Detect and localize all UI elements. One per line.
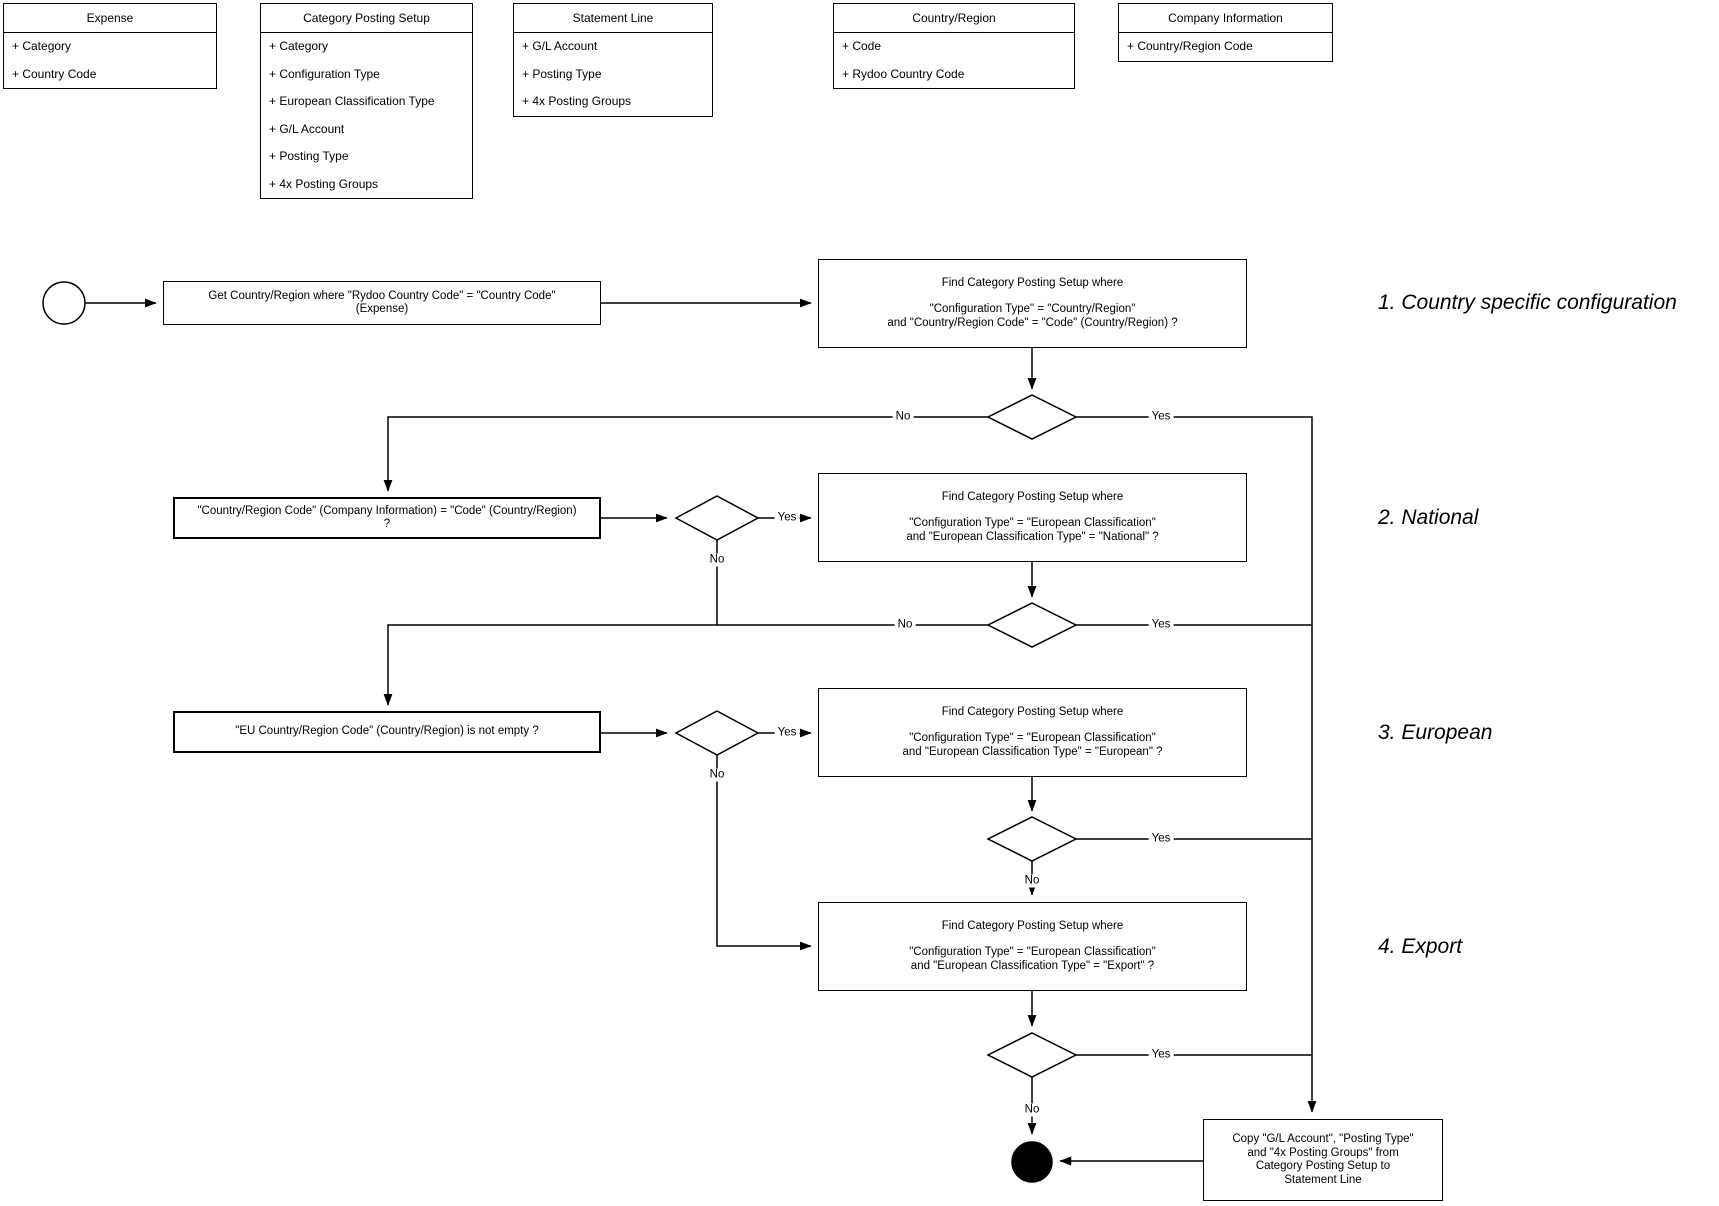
decision-national-found	[986, 602, 1078, 648]
process-text-line: "EU Country/Region Code" (Country/Region…	[235, 725, 539, 738]
process-text-line: "Configuration Type" = "European Classif…	[909, 732, 1156, 745]
entity-attribute: + Posting Type	[522, 66, 602, 81]
entity-title: Expense	[4, 4, 216, 33]
decision-eu-code-not-empty	[674, 710, 760, 756]
entity-title: Statement Line	[514, 4, 712, 33]
entity-statement-line: Statement Line + G/L Account + Posting T…	[513, 3, 713, 117]
process-text-line: (Expense)	[355, 303, 409, 315]
edge-label-yes: Yes	[1148, 410, 1174, 424]
process-find-cps-country-region: Find Category Posting Setup where "Confi…	[818, 259, 1247, 348]
entity-title: Country/Region	[834, 4, 1074, 33]
entity-attribute: + Posting Type	[269, 149, 349, 163]
entity-attribute: + European Classification Type	[269, 94, 435, 108]
start-node	[42, 281, 86, 325]
condition-eu-country-code-not-empty: "EU Country/Region Code" (Country/Region…	[173, 711, 601, 753]
process-text-line: Find Category Posting Setup where	[941, 919, 1124, 932]
process-text-line: and "Country/Region Code" = "Code" (Coun…	[887, 316, 1178, 329]
edge-label-yes: Yes	[774, 726, 800, 740]
end-node	[1011, 1141, 1053, 1183]
process-text-line: Category Posting Setup to	[1255, 1160, 1391, 1172]
section-label-european: 3. European	[1378, 721, 1493, 744]
entity-title: Company Information	[1119, 4, 1332, 33]
edge-label-no: No	[894, 618, 916, 632]
entity-country-region: Country/Region + Code + Rydoo Country Co…	[833, 3, 1075, 89]
edge-label-no: No	[892, 410, 914, 424]
process-text-line: and "4x Posting Groups" from	[1247, 1146, 1399, 1159]
entity-attribute: + Category	[269, 39, 329, 53]
decision-european-found	[986, 816, 1078, 862]
entity-attribute: + Configuration Type	[269, 66, 380, 81]
entity-attribute: + G/L Account	[269, 121, 345, 136]
process-text-line: Find Category Posting Setup where	[941, 276, 1124, 289]
process-text-line: "Country/Region Code" (Company Informati…	[197, 504, 577, 517]
entity-title: Category Posting Setup	[261, 4, 472, 33]
entity-company-information: Company Information + Country/Region Cod…	[1118, 3, 1333, 62]
section-label-national: 2. National	[1378, 506, 1479, 529]
process-text-line: and "European Classification Type" = "Eu…	[902, 745, 1163, 758]
process-text-line: and "European Classification Type" = "Na…	[906, 530, 1159, 543]
edge-label-no: No	[1021, 1103, 1043, 1117]
process-get-country-region: Get Country/Region where "Rydoo Country …	[163, 281, 601, 325]
process-text-line: and "European Classification Type" = "Ex…	[910, 959, 1155, 972]
entity-attribute: + G/L Account	[522, 39, 598, 53]
process-text-line: Copy "G/L Account", "Posting Type"	[1232, 1133, 1414, 1145]
decision-export-found	[986, 1032, 1078, 1078]
process-text-line: "Configuration Type" = "European Classif…	[909, 517, 1156, 530]
process-copy-to-statement-line: Copy "G/L Account", "Posting Type" and "…	[1203, 1119, 1443, 1201]
process-text-line: "Configuration Type" = "Country/Region"	[929, 303, 1136, 316]
process-text-line: Statement Line	[1284, 1173, 1362, 1186]
process-text-line: Get Country/Region where "Rydoo Country …	[208, 289, 556, 302]
edge-label-no: No	[1021, 874, 1043, 888]
process-find-cps-national: Find Category Posting Setup where "Confi…	[818, 473, 1247, 562]
decision-country-config-found	[986, 394, 1078, 440]
entity-expense: Expense + Category + Country Code	[3, 3, 217, 89]
flow-connector-no	[383, 624, 988, 706]
edge-label-yes: Yes	[1148, 832, 1174, 846]
entity-attribute: + Country Code	[12, 66, 97, 81]
process-find-cps-export: Find Category Posting Setup where "Confi…	[818, 902, 1247, 991]
edge-label-no: No	[706, 553, 728, 567]
flow-connector-no	[383, 416, 988, 492]
edge-label-no: No	[706, 768, 728, 782]
entity-attribute: + Rydoo Country Code	[842, 66, 965, 81]
process-text-line: Find Category Posting Setup where	[941, 705, 1124, 718]
process-text-line: "Configuration Type" = "European Classif…	[909, 946, 1156, 959]
entity-category-posting-setup: Category Posting Setup + Category + Conf…	[260, 3, 473, 199]
flow-connector-no	[716, 755, 812, 951]
edge-label-yes: Yes	[1148, 1048, 1174, 1062]
edge-label-yes: Yes	[1148, 618, 1174, 632]
entity-attribute: + Country/Region Code	[1127, 39, 1253, 53]
process-text-line: ?	[383, 518, 391, 530]
condition-company-code-equals-country-code: "Country/Region Code" (Company Informati…	[173, 497, 601, 539]
process-text-line: Find Category Posting Setup where	[941, 490, 1124, 503]
entity-attribute: + Code	[842, 39, 882, 53]
process-find-cps-european: Find Category Posting Setup where "Confi…	[818, 688, 1247, 777]
entity-attribute: + 4x Posting Groups	[269, 176, 379, 191]
section-label-country-specific: 1. Country specific configuration	[1378, 291, 1677, 314]
section-label-export: 4. Export	[1378, 935, 1463, 958]
decision-company-code-match	[674, 495, 760, 541]
entity-attribute: + 4x Posting Groups	[522, 94, 632, 108]
entity-attribute: + Category	[12, 39, 72, 53]
edge-label-yes: Yes	[774, 511, 800, 525]
